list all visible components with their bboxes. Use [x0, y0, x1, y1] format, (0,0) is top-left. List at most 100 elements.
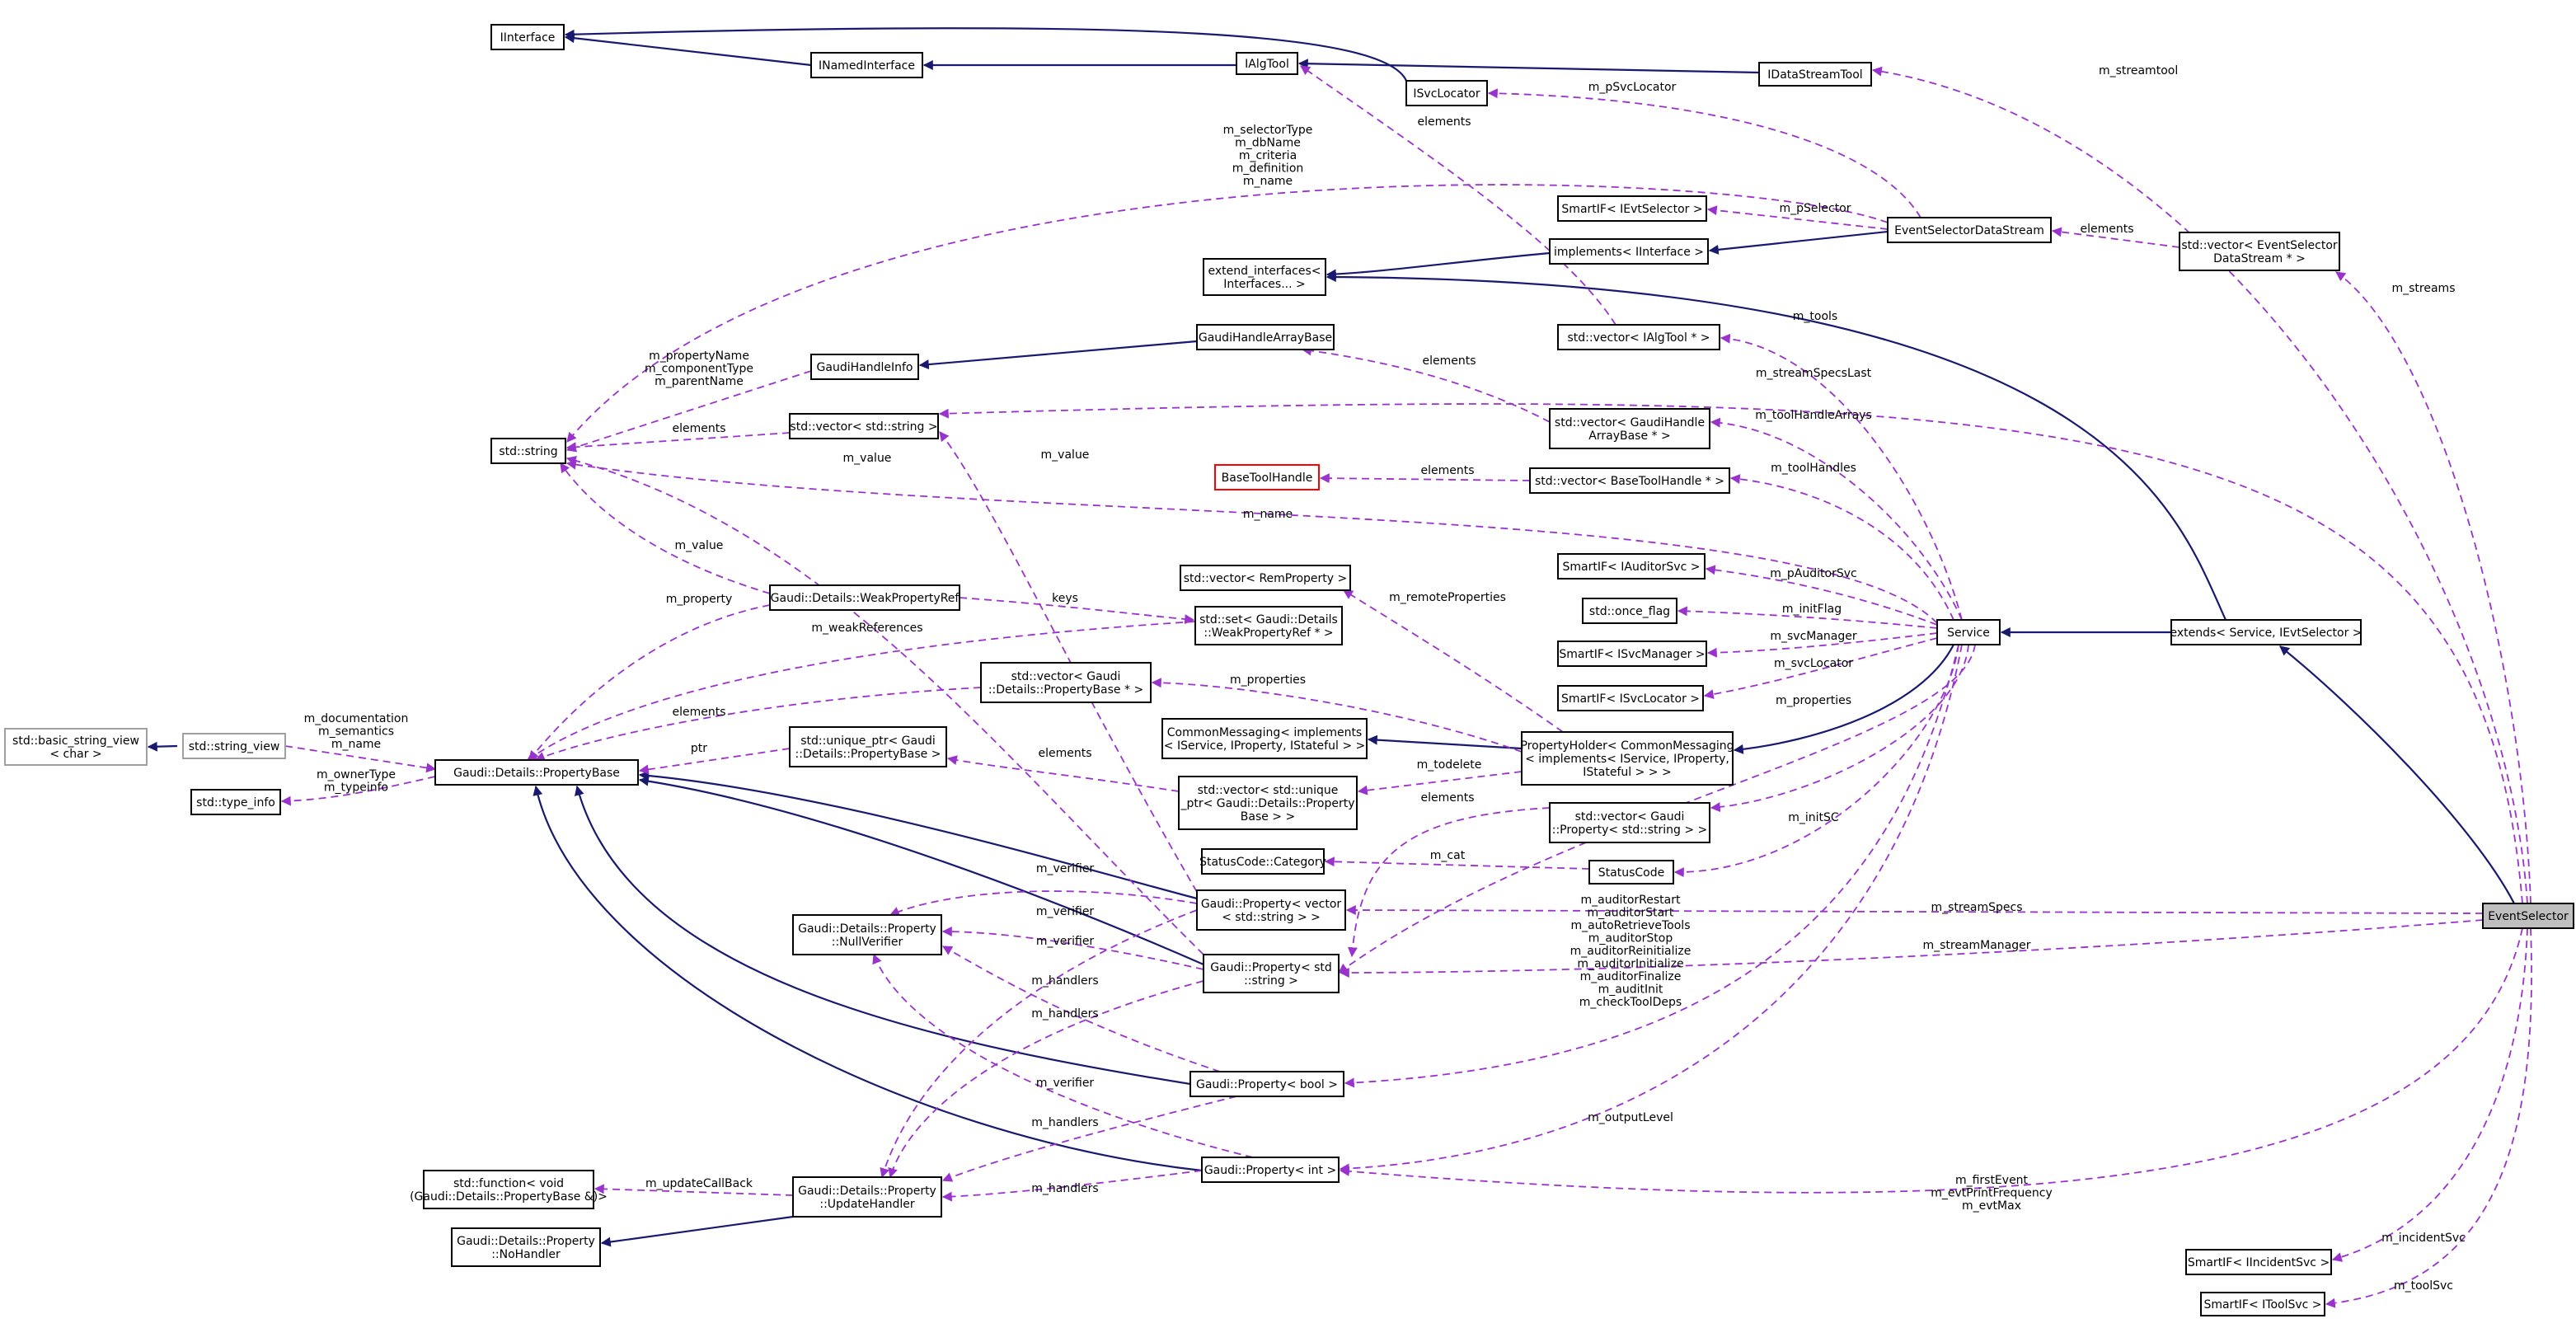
node-vec-rem-property[interactable]: std::vector< RemProperty > — [1180, 565, 1351, 591]
node-unique-ptr-property-base[interactable]: std::unique_ptr< Gaudi::Details::Propert… — [789, 726, 947, 767]
node-weak-property-ref[interactable]: Gaudi::Details::WeakPropertyRef — [769, 584, 960, 611]
edge-use-pauditorsvc-usage-arrow — [1705, 565, 1938, 626]
node-vec-unique-ptr[interactable]: std::vector< std::unique_ptr< Gaudi::Det… — [1178, 776, 1358, 830]
edge-label-m-stream-specs: m_streamSpecs — [1931, 901, 2022, 914]
edge-inamedinterface-iinterface-inheritance-arrow — [564, 33, 812, 67]
node-label-line: std::vector< std::unique — [1198, 784, 1339, 797]
node-vec-gaudi-handle-array-base[interactable]: std::vector< GaudiHandleArrayBase * > — [1549, 408, 1710, 449]
edge-use-svcmanager-usage-arrow — [1706, 632, 1938, 658]
node-smart-if-itool-svc[interactable]: SmartIF< IToolSvc > — [2200, 1292, 2325, 1316]
node-base-tool-handle[interactable]: BaseToolHandle — [1214, 464, 1320, 490]
node-box — [1201, 1157, 1340, 1183]
node-label-line: ::Property< std::string > > — [1552, 824, 1708, 837]
node-vec-std-string[interactable]: std::vector< std::string > — [789, 413, 939, 439]
node-basic-string-view[interactable]: std::basic_string_view< char > — [4, 728, 148, 766]
edge-label-m-value-b: m_value — [1041, 448, 1090, 462]
node-event-selector-data-stream[interactable]: EventSelectorDataStream — [1887, 217, 2052, 243]
edge-use-weakreferences-usage-arrow — [527, 621, 1196, 761]
node-label-line: implements< IInterface > — [1554, 246, 1704, 259]
edge-label-m-verifier-c: m_verifier — [1036, 935, 1095, 948]
node-label-line: GaudiHandleInfo — [817, 361, 913, 374]
edge-use-handlers-c-usage-arrow — [941, 1096, 1237, 1182]
node-property-int[interactable]: Gaudi::Property< int > — [1201, 1157, 1340, 1183]
edge-label-m-todelete: m_todelete — [1417, 758, 1482, 772]
node-label-line: ::NullVerifier — [832, 936, 903, 949]
edge-label-elements-vecstr: elements — [672, 422, 725, 435]
node-vec-property-string[interactable]: std::vector< Gaudi::Property< std::strin… — [1549, 802, 1710, 843]
node-null-verifier[interactable]: Gaudi::Details::Property::NullVerifier — [792, 914, 942, 955]
node-gaudi-handle-array-base[interactable]: GaudiHandleArrayBase — [1196, 324, 1335, 350]
node-box — [769, 584, 960, 611]
edge-label-elements-gha: elements — [1422, 354, 1476, 368]
node-isvc-locator[interactable]: ISvcLocator — [1405, 80, 1488, 106]
node-smart-if-iauditor-svc[interactable]: SmartIF< IAuditorSvc > — [1557, 553, 1706, 580]
node-extend-interfaces[interactable]: extend_interfaces<Interfaces... > — [1203, 258, 1326, 296]
node-update-handler[interactable]: Gaudi::Details::Property::UpdateHandler — [792, 1176, 942, 1218]
node-property-vector[interactable]: Gaudi::Property< vector< std::string > > — [1196, 889, 1346, 931]
edge-use-updatecallback-usage-arrow — [594, 1184, 794, 1196]
edge-use-streamtool-usage-arrow — [1871, 66, 2528, 904]
node-box — [1236, 52, 1298, 75]
edge-use-elements-uptr-usage-arrow — [946, 755, 1180, 792]
node-box — [1549, 802, 1710, 843]
node-idata-stream-tool[interactable]: IDataStreamTool — [1758, 62, 1872, 87]
node-box — [434, 759, 639, 786]
edge-use-initflag-usage-arrow — [1677, 606, 1938, 629]
node-smart-if-iincident-svc[interactable]: SmartIF< IIncidentSvc > — [2185, 1249, 2332, 1275]
node-type-info[interactable]: std::type_info — [190, 789, 281, 815]
node-smart-if-ievt-selector[interactable]: SmartIF< IEvtSelector > — [1557, 195, 1707, 222]
node-set-weak-property-ref[interactable]: std::set< Gaudi::Details::WeakPropertyRe… — [1194, 606, 1343, 645]
node-property-bool[interactable]: Gaudi::Property< bool > — [1189, 1071, 1344, 1097]
node-smart-if-isvc-manager[interactable]: SmartIF< ISvcManager > — [1557, 641, 1707, 667]
node-extends-service[interactable]: extends< Service, IEvtSelector > — [2170, 619, 2363, 645]
edge-label-elements-pb: elements — [672, 706, 725, 719]
node-std-string[interactable]: std::string — [490, 438, 566, 464]
edge-use-ptr-usage-arrow — [638, 748, 791, 775]
node-label-line: extends< Service, IEvtSelector > — [2170, 626, 2362, 640]
node-property-string[interactable]: Gaudi::Property< std::string > — [1203, 954, 1340, 993]
node-label-line: std::unique_ptr< Gaudi — [800, 734, 936, 748]
node-vec-base-tool-handle[interactable]: std::vector< BaseToolHandle * > — [1529, 467, 1730, 494]
edge-use-cat-usage-arrow — [1324, 856, 1590, 870]
node-vec-event-selector-data-stream[interactable]: std::vector< EventSelectorDataStream * > — [2179, 232, 2340, 271]
edge-use-properties-b-usage-arrow — [1151, 678, 1523, 753]
node-vec-ialg-tool[interactable]: std::vector< IAlgTool * > — [1557, 324, 1720, 350]
node-status-code-category[interactable]: StatusCode::Category — [1199, 848, 1326, 875]
edge-label-m-selector-group: m_selectorType — [1223, 124, 1313, 137]
edge-propertyholder-commonmessaging-inheritance-arrow — [1367, 734, 1523, 750]
edge-use-streams-usage-arrow — [2335, 271, 2531, 904]
node-property-holder[interactable]: PropertyHolder< CommonMessaging< impleme… — [1520, 731, 1734, 786]
node-label-line: std::basic_string_view — [12, 734, 139, 748]
edge-use-verifier-a-usage-arrow — [889, 890, 1198, 917]
node-smart-if-isvc-locator[interactable]: SmartIF< ISvcLocator > — [1557, 685, 1704, 711]
node-inamed-interface[interactable]: INamedInterface — [810, 52, 923, 78]
node-box — [1557, 324, 1720, 350]
node-vec-property-base[interactable]: std::vector< Gaudi::Details::PropertyBas… — [980, 662, 1152, 703]
node-no-handler[interactable]: Gaudi::Details::Property::NoHandler — [451, 1227, 601, 1267]
node-label-line: PropertyHolder< CommonMessaging — [1520, 739, 1734, 753]
node-property-base[interactable]: Gaudi::Details::PropertyBase — [434, 759, 639, 786]
node-box — [1557, 641, 1707, 667]
edge-use-pselector-usage-arrow — [1706, 205, 1889, 230]
edge-use-toolhandles-usage-arrow — [1729, 474, 1954, 621]
node-once-flag[interactable]: std::once_flag — [1582, 598, 1677, 624]
node-implements-iinterface[interactable]: implements< IInterface > — [1549, 238, 1709, 265]
node-ialg-tool[interactable]: IAlgTool — [1236, 52, 1298, 75]
edge-label-m-stream-manager: m_streamManager — [1922, 939, 2030, 952]
edge-label-m-first-event-group: m_evtMax — [1962, 1199, 2021, 1213]
edge-label-m-owner-type-group: m_ownerType — [317, 768, 396, 781]
node-service[interactable]: Service — [1936, 619, 2001, 645]
node-label-line: SmartIF< IAuditorSvc > — [1563, 561, 1701, 574]
edge-use-streammanager-usage-arrow — [1339, 919, 2484, 978]
node-string-view[interactable]: std::string_view — [182, 733, 286, 759]
node-common-messaging[interactable]: CommonMessaging< implements< IService, I… — [1161, 718, 1368, 759]
node-box — [789, 413, 939, 439]
node-label-line: CommonMessaging< implements — [1167, 726, 1362, 739]
node-event-selector[interactable]: EventSelector — [2482, 903, 2574, 929]
node-iinterface[interactable]: IInterface — [490, 24, 565, 50]
node-status-code[interactable]: StatusCode — [1588, 860, 1674, 885]
node-gaudi-handle-info[interactable]: GaudiHandleInfo — [810, 354, 919, 380]
node-std-function[interactable]: std::function< void(Gaudi::Details::Prop… — [410, 1170, 608, 1209]
edge-use-selectorgroup-usage-arrow — [566, 184, 1889, 443]
edge-use-verifier-b-usage-arrow — [941, 927, 1204, 970]
